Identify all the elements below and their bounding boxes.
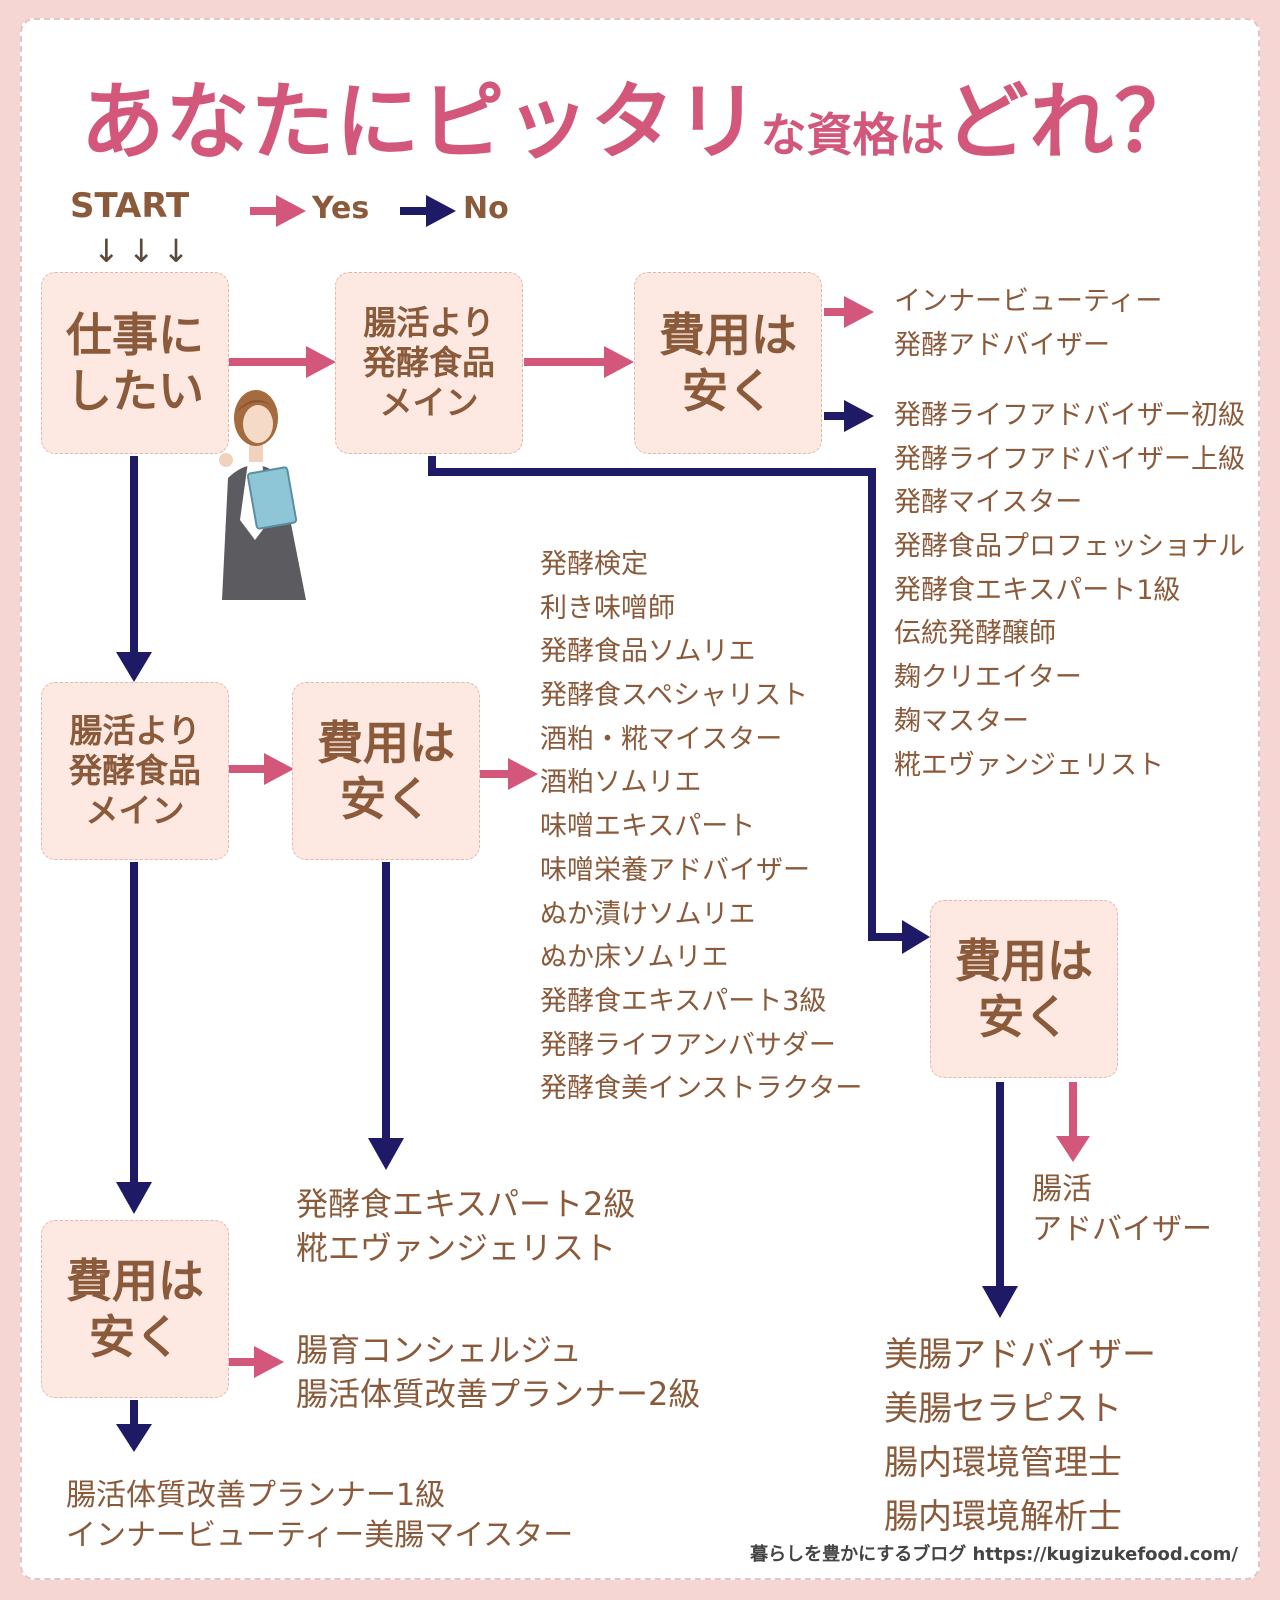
list-item: 美腸アドバイザー (884, 1335, 1156, 1375)
list-item: 腸活体質改善プランナー2級 (296, 1375, 701, 1413)
yes-arrow-costb-to-r3 (480, 758, 538, 790)
list-item: アドバイザー (1032, 1212, 1212, 1247)
list-item: 発酵食スペシャリスト (540, 680, 809, 712)
list-item: 発酵ライフアドバイザー上級 (894, 443, 1245, 475)
box-gut-a: 腸活より 発酵食品 メイン (335, 272, 523, 454)
yes-arrow-gut-to-cost (524, 346, 634, 378)
list-item: 発酵食品プロフェッショナル (894, 531, 1245, 563)
box-cost-a: 費用は 安く (634, 272, 822, 454)
result-list-r7: 腸活 アドバイザー (1032, 1170, 1212, 1250)
list-item: ぬか床ソムリエ (540, 942, 729, 974)
box-gut-a-label: 腸活より 発酵食品 メイン (363, 302, 495, 423)
legend-no-label: No (463, 191, 509, 226)
start-label: START (70, 186, 190, 226)
list-item: 発酵食エキスパート1級 (894, 574, 1181, 606)
list-item: 腸活体質改善プランナー1級 (66, 1478, 446, 1513)
yes-arrow-cost-to-r1 (824, 296, 874, 328)
list-item: 糀エヴァンジェリスト (894, 749, 1164, 781)
box-cost-b-label: 費用は 安く (317, 715, 455, 826)
list-item: 腸内環境管理士 (884, 1443, 1122, 1483)
box-cost-c-label: 費用は 安く (955, 933, 1093, 1044)
list-item: 麹マスター (894, 705, 1029, 737)
list-item: 発酵マイスター (894, 487, 1083, 519)
result-list-r8: 美腸アドバイザー 美腸セラピスト 腸内環境管理士 腸内環境解析士 (884, 1328, 1156, 1544)
list-item: インナービューティー美腸マイスター (66, 1518, 574, 1553)
list-item: 発酵ライフアドバイザー初級 (894, 400, 1245, 431)
list-item: 腸育コンシェルジュ (296, 1331, 582, 1369)
start-arrows: ↓↓↓ (93, 232, 198, 270)
list-item: 発酵食品ソムリエ (540, 636, 756, 668)
list-item: 腸内環境解析士 (884, 1497, 1122, 1537)
box-cost-b: 費用は 安く (292, 682, 480, 860)
title-part-2: な資格は (760, 108, 945, 162)
list-item: 麹クリエイター (894, 662, 1082, 694)
no-arrow-gut-to-costc (428, 456, 930, 954)
result-list-r4: 発酵食エキスパート2級 糀エヴァンジェリスト (296, 1182, 635, 1270)
result-list-r6: 腸活体質改善プランナー1級 インナービューティー美腸マイスター (66, 1476, 573, 1556)
businesswoman-illustration (200, 390, 306, 600)
no-arrow-work-down (116, 456, 152, 682)
no-arrow-costb-down (368, 862, 404, 1170)
box-cost-a-label: 費用は 安く (659, 307, 797, 418)
box-gut-b: 腸活より 発酵食品 メイン (41, 682, 229, 860)
no-arrow-cost-to-r2 (824, 400, 874, 432)
list-item: 発酵検定 (540, 549, 648, 580)
box-cost-c: 費用は 安く (930, 900, 1118, 1078)
list-item: 酒粕ソムリエ (540, 767, 702, 799)
list-item: インナービューティー (894, 286, 1163, 317)
result-list-r3: 発酵検定 利き味噌師 発酵食品ソムリエ 発酵食スペシャリスト 酒粕・糀マイスター… (540, 543, 862, 1111)
legend-yes-arrow (250, 195, 306, 227)
page-title: あなたにピッタリな資格はどれ？ (0, 55, 1280, 176)
list-item: 発酵食美インストラクター (540, 1073, 863, 1105)
box-cost-d-label: 費用は 安く (66, 1253, 204, 1364)
no-arrow-gutb-down (116, 862, 152, 1214)
list-item: 発酵アドバイザー (894, 329, 1110, 361)
result-list-r1: インナービューティー 発酵アドバイザー (894, 280, 1162, 367)
yes-arrow-gutb-to-costb (228, 753, 294, 785)
list-item: 発酵ライフアンバサダー (540, 1029, 836, 1061)
yes-arrow-work-to-gut (228, 346, 336, 378)
title-part-1: あなたにピッタリ (80, 73, 761, 171)
box-work: 仕事に したい (41, 272, 229, 454)
box-gut-b-label: 腸活より 発酵食品 メイン (69, 710, 201, 831)
list-item: ぬか漬けソムリエ (540, 898, 756, 930)
list-item: 美腸セラピスト (884, 1389, 1122, 1429)
box-cost-d: 費用は 安く (41, 1220, 229, 1398)
no-arrow-costc-down (982, 1082, 1018, 1318)
list-item: 発酵食エキスパート2級 (296, 1185, 636, 1223)
result-list-r2: 発酵ライフアドバイザー初級 発酵ライフアドバイザー上級 発酵マイスター 発酵食品… (894, 394, 1245, 787)
legend-yes-label: Yes (312, 191, 370, 226)
list-item: 酒粕・糀マイスター (540, 723, 783, 755)
no-arrow-costd-down (116, 1400, 152, 1452)
footer-credit: 暮らしを豊かにするブログ https://kugizukefood.com/ (750, 1544, 1238, 1565)
list-item: 糀エヴァンジェリスト (296, 1229, 617, 1267)
list-item: 味噌エキスパート (540, 811, 756, 843)
result-list-r5: 腸育コンシェルジュ 腸活体質改善プランナー2級 (296, 1328, 700, 1416)
yes-arrow-costd-to-r5 (228, 1346, 284, 1378)
list-item: 発酵食エキスパート3級 (540, 985, 827, 1017)
yes-arrow-costc-to-r7 (1056, 1082, 1090, 1162)
title-part-3: どれ？ (944, 73, 1200, 171)
list-item: 味噌栄養アドバイザー (540, 854, 810, 886)
list-item: 腸活 (1032, 1172, 1092, 1207)
box-work-label: 仕事に したい (66, 307, 204, 418)
list-item: 伝統発酵醸師 (894, 618, 1056, 650)
list-item: 利き味噌師 (540, 592, 675, 624)
legend-no-arrow (400, 195, 456, 227)
